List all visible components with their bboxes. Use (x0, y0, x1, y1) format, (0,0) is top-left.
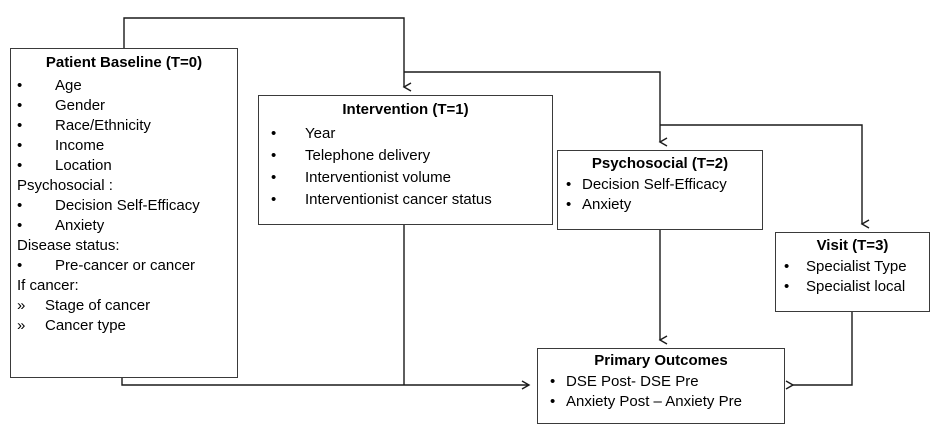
list-item: » Stage of cancer (11, 296, 237, 316)
list-item-label: Race/Ethnicity (55, 116, 151, 134)
list-item: • Pre-cancer or cancer (11, 256, 237, 276)
list-item-label: Interventionist volume (305, 168, 451, 186)
bullet-marker: • (17, 96, 23, 114)
bullet-marker: • (17, 116, 23, 134)
list-item: • Specialist local (776, 277, 929, 297)
list-item-label: Age (55, 76, 82, 94)
bullet-marker: • (271, 168, 277, 186)
list-item: • Interventionist volume (259, 167, 552, 189)
list-item: • Anxiety (558, 195, 762, 215)
list-item: • Interventionist cancer status (259, 189, 552, 211)
bullet-marker: • (17, 136, 23, 154)
node-title-intervention: Intervention (T=1) (342, 101, 469, 118)
list-item-label: Decision Self-Efficacy (55, 196, 200, 214)
list-item-label: Anxiety Post – Anxiety Pre (566, 392, 742, 410)
section-heading-if-cancer: If cancer: (11, 276, 237, 296)
list-item: • Decision Self-Efficacy (11, 196, 237, 216)
list-item: • Race/Ethnicity (11, 116, 237, 136)
list-item-label: Interventionist cancer status (305, 190, 492, 208)
bullet-marker: • (271, 146, 277, 164)
list-item-label: Anxiety (55, 216, 105, 234)
section-heading-psychosocial: Psychosocial : (11, 176, 237, 196)
bullet-marker: • (550, 372, 556, 390)
list-item-label: Specialist local (806, 277, 906, 295)
list-item-label: Gender (55, 96, 106, 114)
bullet-marker: • (566, 195, 572, 213)
node-items-patient-baseline: • Age • Gender • Race/Ethnicity • Income • Lo… (11, 76, 237, 336)
node-items-primary-outcomes: • DSE Post- DSE Pre • Anxiety Post – Anxie… (538, 372, 784, 412)
bullet-marker: • (566, 175, 572, 193)
section-heading-label: Disease status: (17, 236, 120, 254)
list-item-label: Specialist Type (806, 257, 907, 275)
list-item: • Anxiety (11, 216, 237, 236)
node-psychosocial[interactable]: Psychosocial (T=2) • Decision Self-Effica… (557, 150, 763, 230)
list-item-label: Cancer type (45, 316, 126, 334)
section-heading-label: If cancer: (17, 276, 79, 294)
node-items-intervention: • Year • Telephone delivery • Interventioni… (259, 123, 552, 211)
list-item: • Specialist Type (776, 257, 929, 277)
chevron-marker: » (17, 316, 26, 334)
list-item-label: DSE Post- DSE Pre (566, 372, 699, 390)
list-item: • DSE Post- DSE Pre (538, 372, 784, 392)
bullet-marker: • (784, 257, 790, 275)
bullet-marker: • (784, 277, 790, 295)
list-item-label: Year (305, 124, 336, 142)
node-title-primary-outcomes: Primary Outcomes (594, 352, 728, 369)
list-item: • Location (11, 156, 237, 176)
section-heading-disease-status: Disease status: (11, 236, 237, 256)
list-item: » Cancer type (11, 316, 237, 336)
node-primary-outcomes[interactable]: Primary Outcomes • DSE Post- DSE Pre • Anx… (537, 348, 785, 424)
edge-visit-to-primary-outcomes (785, 312, 853, 390)
bullet-marker: • (17, 76, 23, 94)
list-item-label: Pre-cancer or cancer (55, 256, 196, 274)
edge-baseline-to-primary-outcomes (121, 378, 531, 390)
list-item-label: Income (55, 136, 105, 154)
list-item-label: Decision Self-Efficacy (582, 175, 727, 193)
node-patient-baseline[interactable]: Patient Baseline (T=0) • Age • Gender • Rac… (10, 48, 238, 378)
bullet-marker: • (550, 392, 556, 410)
chevron-marker: » (17, 296, 26, 314)
section-heading-label: Psychosocial : (17, 176, 113, 194)
list-item: • Decision Self-Efficacy (558, 175, 762, 195)
node-visit[interactable]: Visit (T=3) • Specialist Type • Specialist… (775, 232, 930, 312)
node-title-psychosocial: Psychosocial (T=2) (591, 155, 729, 172)
node-intervention[interactable]: Intervention (T=1) • Year • Telephone deli… (258, 95, 553, 225)
list-item: • Income (11, 136, 237, 156)
bullet-marker: • (271, 190, 277, 208)
node-items-visit: • Specialist Type • Specialist local (776, 257, 929, 297)
bullet-marker: • (17, 196, 23, 214)
bullet-marker: • (271, 124, 277, 142)
list-item: • Age (11, 76, 237, 96)
list-item-label: Anxiety (582, 195, 632, 213)
node-title-visit: Visit (T=3) (816, 237, 889, 254)
list-item: • Anxiety Post – Anxiety Pre (538, 392, 784, 412)
list-item: • Year (259, 123, 552, 145)
list-item: • Gender (11, 96, 237, 116)
list-item-label: Stage of cancer (45, 296, 151, 314)
bullet-marker: • (17, 156, 23, 174)
list-item: • Telephone delivery (259, 145, 552, 167)
bullet-marker: • (17, 256, 23, 274)
list-item-label: Telephone delivery (305, 146, 431, 164)
list-item-label: Location (55, 156, 112, 174)
node-title-patient-baseline: Patient Baseline (T=0) (45, 54, 203, 71)
bullet-marker: • (17, 216, 23, 234)
node-items-psychosocial: • Decision Self-Efficacy • Anxiety (558, 175, 762, 215)
